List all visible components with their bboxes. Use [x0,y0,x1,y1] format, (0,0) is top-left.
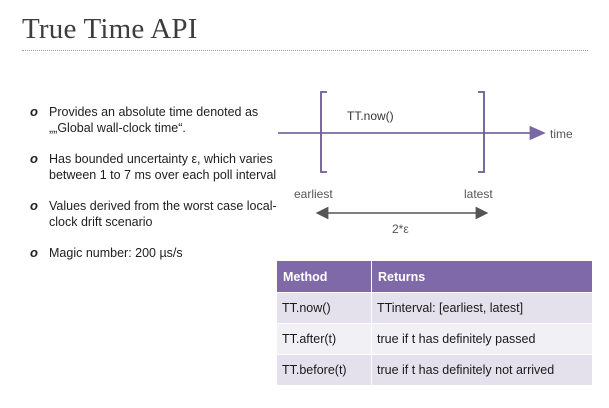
time-axis-label: time [550,127,573,141]
returns-cell: TTinterval: [earliest, latest] [371,292,592,324]
earliest-label: earliest [294,187,333,201]
bullet-text: Has bounded uncertainty ε, which varies … [49,152,277,182]
method-cell: TT.now() [277,292,372,324]
latest-bracket [478,91,485,173]
returns-cell: true if t has definitely not arrived [371,354,592,385]
timeline-svg: time TT.now() earliest latest 2*ε [278,91,573,236]
bullet-item: o Provides an absolute time denoted as „… [30,104,278,136]
table-row: TT.now() TTinterval: [earliest, latest] [277,292,592,324]
api-methods-table: Method Returns TT.now() TTinterval: [ear… [277,261,592,385]
title-divider [22,50,588,51]
table-row: TT.before(t) true if t has definitely no… [277,354,592,385]
bullet-text: Provides an absolute time denoted as „„G… [49,105,259,135]
slide-title: True Time API [22,13,198,45]
tt-now-label: TT.now() [347,109,394,123]
bullet-marker: o [30,104,38,119]
earliest-bracket [320,91,327,173]
table-row: TT.after(t) true if t has definitely pas… [277,323,592,355]
uncertainty-span-label: 2*ε [392,222,409,236]
bullet-marker: o [30,245,38,260]
column-header-returns: Returns [371,261,592,293]
bullet-marker: o [30,198,38,213]
bullet-text: Values derived from the worst case local… [49,199,277,229]
bullet-text: Magic number: 200 µs/s [49,246,183,260]
method-cell: TT.before(t) [277,354,372,385]
bullet-item: o Values derived from the worst case loc… [30,198,278,230]
bullet-item: o Has bounded uncertainty ε, which varie… [30,151,278,183]
bullet-item: o Magic number: 200 µs/s [30,245,278,261]
true-time-diagram: time TT.now() earliest latest 2*ε [270,84,590,244]
table-header-row: Method Returns [277,261,592,293]
returns-cell: true if t has definitely passed [371,323,592,355]
method-cell: TT.after(t) [277,323,372,355]
bullet-marker: o [30,151,38,166]
latest-label: latest [464,187,493,201]
column-header-method: Method [277,261,372,293]
bullet-list: o Provides an absolute time denoted as „… [30,104,278,276]
